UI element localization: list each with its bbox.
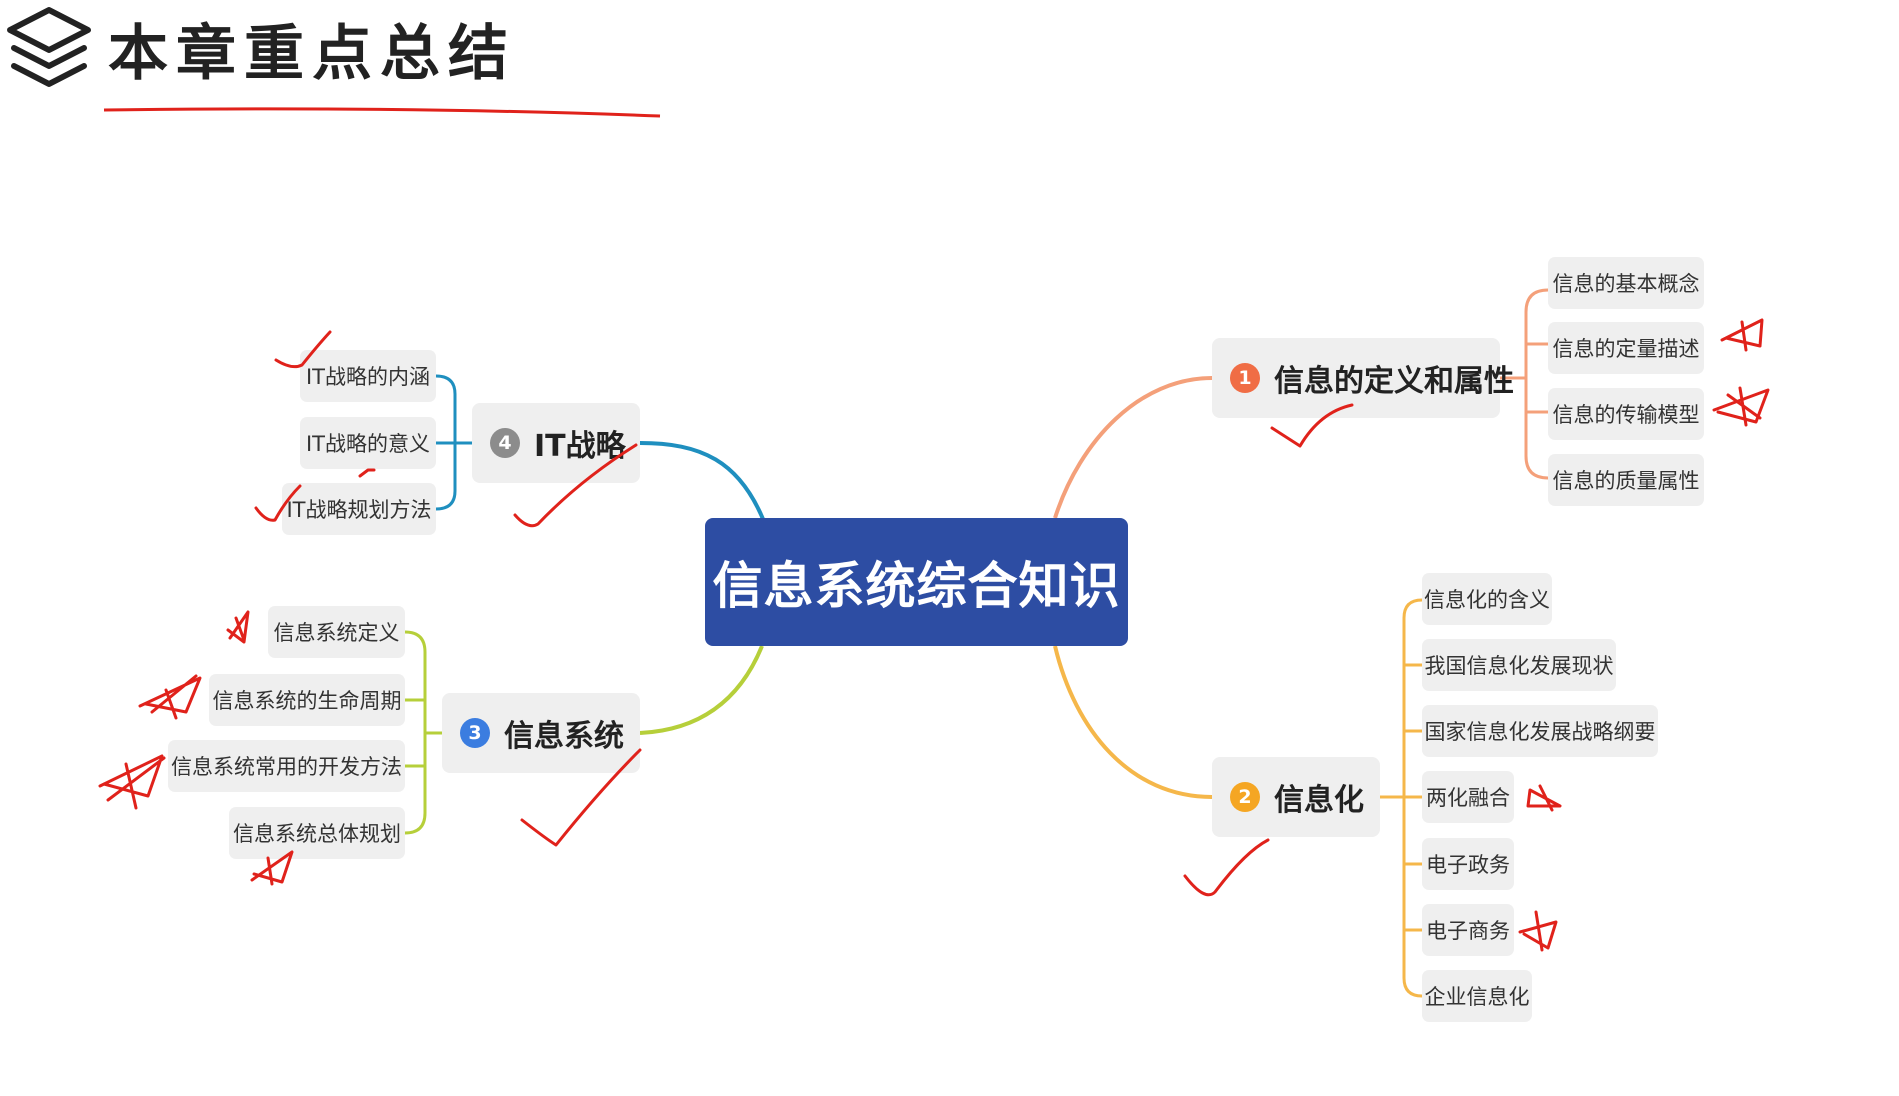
leaf-info-transmission-model[interactable]: 信息的传输模型 <box>1548 388 1704 440</box>
leaf-info-quantitative[interactable]: 信息的定量描述 <box>1548 322 1704 374</box>
leaf-it-significance[interactable]: IT战略的意义 <box>300 417 436 469</box>
number-4-badge: 4 <box>490 428 520 458</box>
branch-informatization[interactable]: 2 信息化 <box>1212 757 1380 837</box>
leaf-info-basic-concept[interactable]: 信息的基本概念 <box>1548 257 1704 309</box>
branch-info-system[interactable]: 3 信息系统 <box>442 693 640 773</box>
leaf-info-quality-attributes[interactable]: 信息的质量属性 <box>1548 454 1704 506</box>
leaf-e-commerce[interactable]: 电子商务 <box>1422 904 1514 956</box>
layers-icon <box>7 7 91 87</box>
leaf-national-strategy[interactable]: 国家信息化发展战略纲要 <box>1422 705 1658 757</box>
leaf-system-definition[interactable]: 信息系统定义 <box>268 606 405 658</box>
leaf-it-connotation[interactable]: IT战略的内涵 <box>300 350 436 402</box>
leaf-two-integration[interactable]: 两化融合 <box>1422 771 1514 823</box>
leaf-enterprise-informatization[interactable]: 企业信息化 <box>1422 970 1532 1022</box>
branch-label: 信息的定义和属性 <box>1274 364 1514 399</box>
number-3-badge: 3 <box>460 718 490 748</box>
branch-label: IT战略 <box>534 429 626 464</box>
leaf-it-planning-methods[interactable]: IT战略规划方法 <box>282 483 436 535</box>
leaf-informatization-meaning[interactable]: 信息化的含义 <box>1422 573 1552 625</box>
leaf-system-lifecycle[interactable]: 信息系统的生命周期 <box>209 674 405 726</box>
number-2-badge: 2 <box>1230 782 1260 812</box>
branch-info-definition[interactable]: 1 信息的定义和属性 <box>1212 338 1514 418</box>
number-1-badge: 1 <box>1230 363 1260 393</box>
leaf-system-overall-planning[interactable]: 信息系统总体规划 <box>229 807 405 859</box>
leaf-e-government[interactable]: 电子政务 <box>1422 838 1514 890</box>
leaf-system-dev-methods[interactable]: 信息系统常用的开发方法 <box>168 740 405 792</box>
branch-label: 信息系统 <box>504 719 624 754</box>
branch-label: 信息化 <box>1274 783 1364 818</box>
leaf-china-status[interactable]: 我国信息化发展现状 <box>1422 639 1616 691</box>
page-title: 本章重点总结 <box>108 19 516 89</box>
center-topic[interactable]: 信息系统综合知识 <box>705 518 1128 646</box>
branch-it-strategy[interactable]: 4 IT战略 <box>472 403 640 483</box>
